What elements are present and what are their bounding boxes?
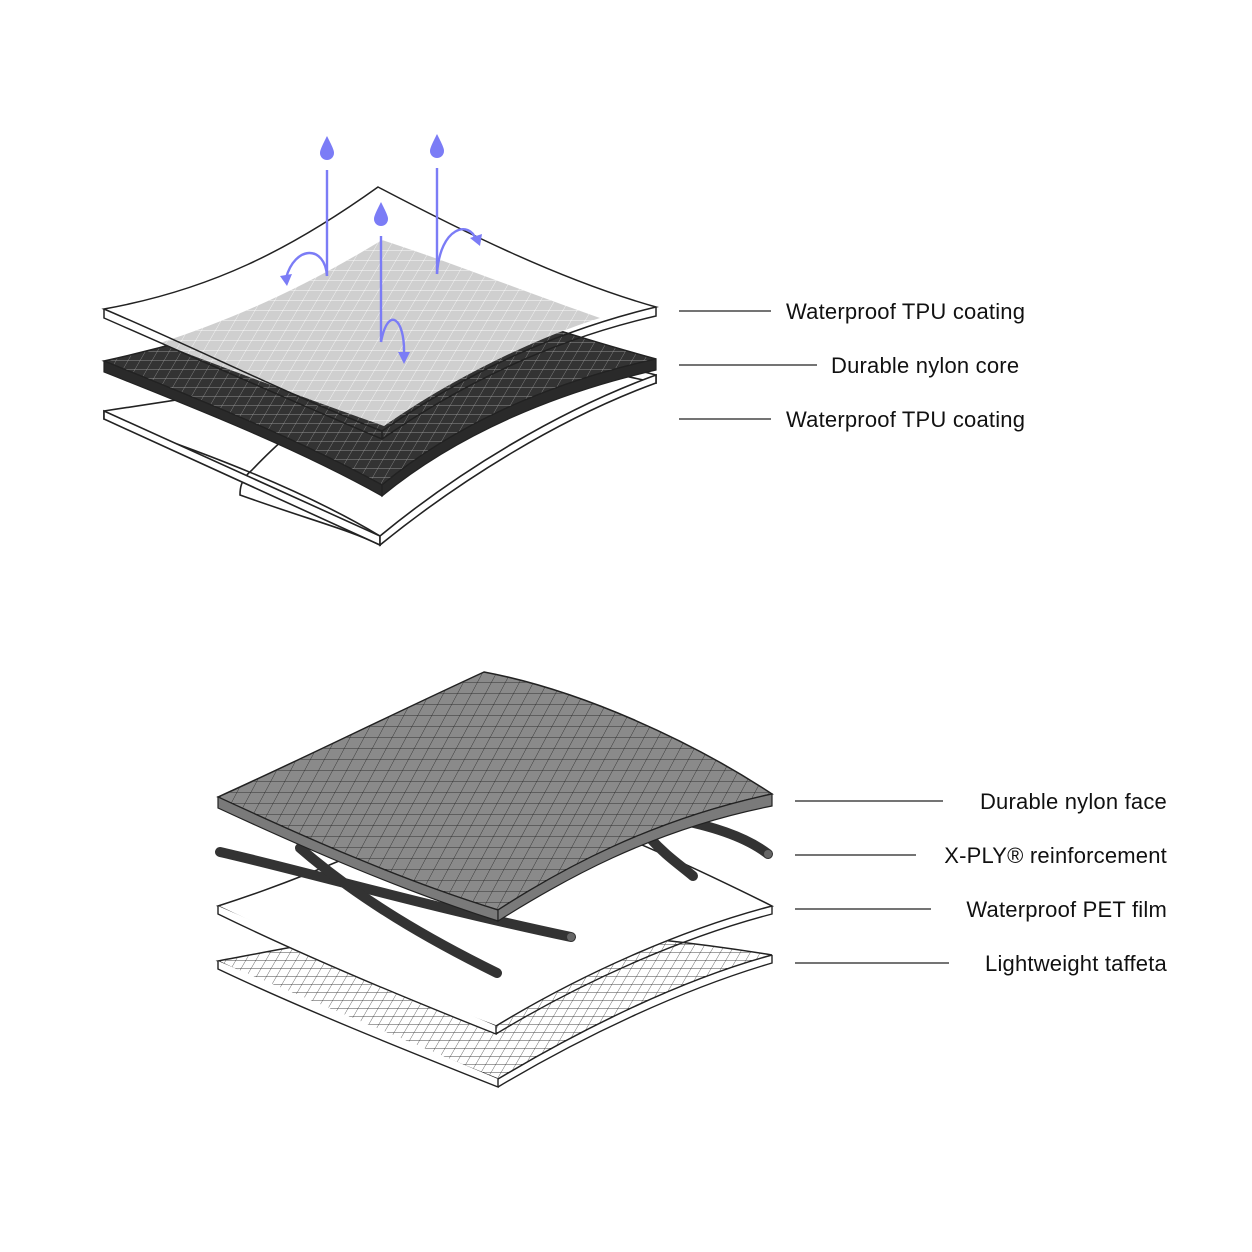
- water-drop-icon: [430, 134, 444, 158]
- label-nylon-face: Durable nylon face: [980, 789, 1167, 814]
- water-drop-icon: [320, 136, 334, 160]
- label-top-tpu-upper: Waterproof TPU coating: [786, 299, 1025, 324]
- moisture-vapor-arrows: [280, 134, 482, 364]
- bottom-labels: Durable nylon face X-PLY® reinforcement …: [795, 789, 1168, 976]
- label-pet-film: Waterproof PET film: [966, 897, 1167, 922]
- bottom-layer-stack: [215, 671, 775, 1089]
- label-taffeta: Lightweight taffeta: [985, 951, 1168, 976]
- top-labels: Waterproof TPU coating Durable nylon cor…: [679, 299, 1025, 432]
- top-tpu-top-layer: [101, 186, 659, 441]
- label-top-nylon-core: Durable nylon core: [831, 353, 1019, 378]
- top-layer-stack: [101, 134, 659, 547]
- water-drop-icon: [374, 202, 388, 226]
- label-xply-reinforcement: X-PLY® reinforcement: [944, 843, 1167, 868]
- bottom-nylon-face-layer: [216, 671, 774, 923]
- label-top-tpu-lower: Waterproof TPU coating: [786, 407, 1025, 432]
